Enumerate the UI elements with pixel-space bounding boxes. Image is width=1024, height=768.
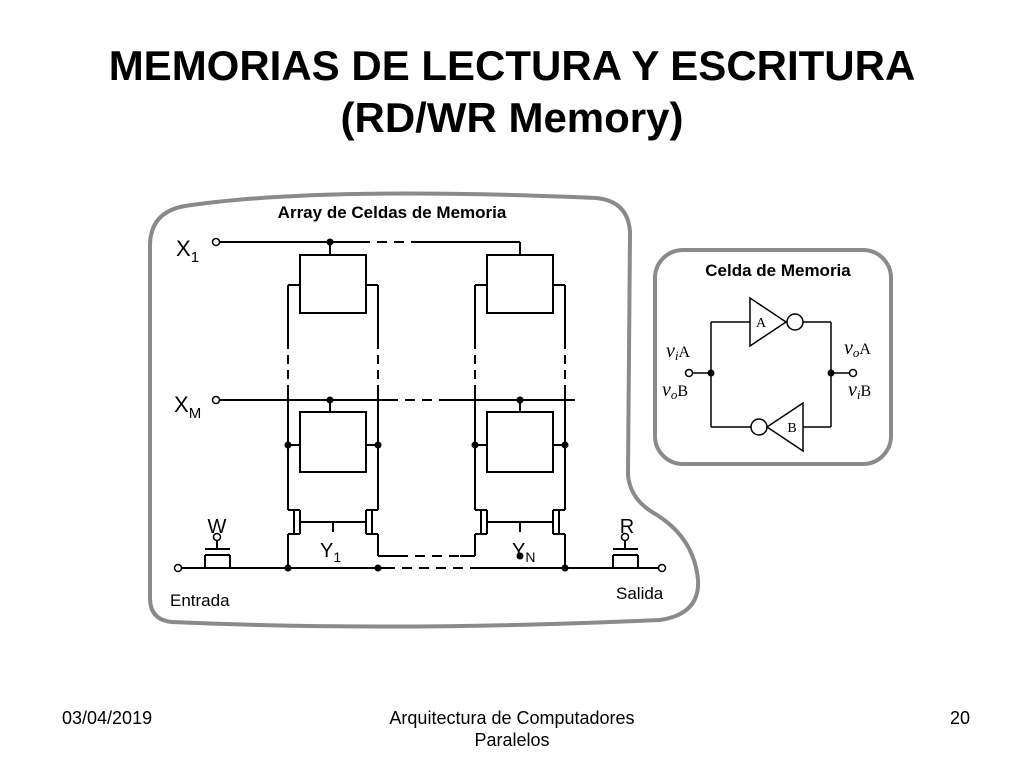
footer-course-line2: Paralelos xyxy=(474,730,550,750)
slide-title-line1: MEMORIAS DE LECTURA Y ESCRITURA xyxy=(108,42,916,89)
vi-b-label: viB xyxy=(848,379,871,402)
footer-date: 03/04/2019 xyxy=(62,708,153,728)
array-panel: Array de Celdas de Memoria xyxy=(148,191,701,629)
array-panel-title: Array de Celdas de Memoria xyxy=(278,203,507,222)
write-label: W xyxy=(208,516,227,538)
footer-page-number: 20 xyxy=(949,708,970,728)
column-label-y1: Y1 xyxy=(320,540,341,565)
array-panel-border xyxy=(148,191,701,629)
cell-panel: Celda de Memoria A B xyxy=(653,248,893,466)
input-label: Entrada xyxy=(170,591,230,610)
vi-a-label: viA xyxy=(666,340,691,363)
cell-panel-title: Celda de Memoria xyxy=(705,261,851,280)
inverter-a-label: A xyxy=(756,316,767,331)
row-label-xm: XM xyxy=(174,392,201,422)
slide-title-line2: (RD/WR Memory) xyxy=(340,94,684,141)
cell-panel-border xyxy=(653,248,893,466)
row-label-x1: X1 xyxy=(176,236,199,266)
column-label-yn: YN xyxy=(512,540,535,565)
output-label: Salida xyxy=(616,584,664,603)
inverter-b-label: B xyxy=(787,421,796,436)
read-label: R xyxy=(620,516,634,538)
vo-a-label: voA xyxy=(844,337,871,360)
vo-b-label: voB xyxy=(662,379,688,402)
footer-course: Arquitectura de Computadores Paralelos xyxy=(312,707,712,751)
slide-title: MEMORIAS DE LECTURA Y ESCRITURA (RD/WR M… xyxy=(0,40,1024,144)
footer-course-line1: Arquitectura de Computadores xyxy=(389,708,635,728)
